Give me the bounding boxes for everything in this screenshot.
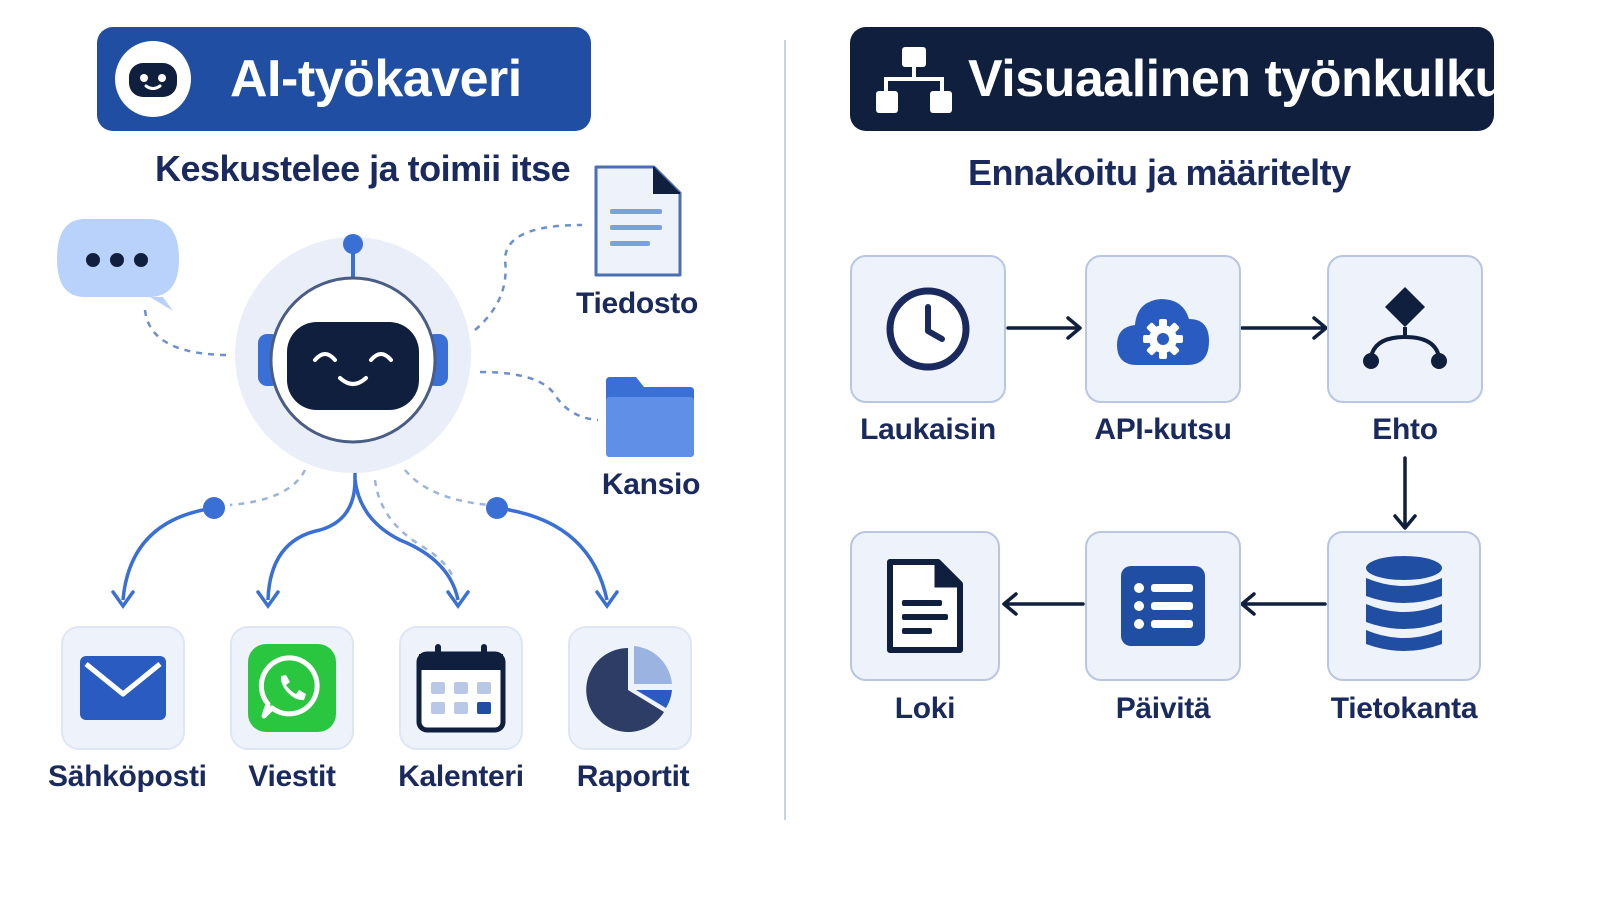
chat-link: [143, 309, 231, 357]
step-label-log: Loki: [894, 692, 956, 725]
folder-link: [479, 370, 599, 422]
step-trigger[interactable]: [850, 255, 1006, 403]
app-label-messages: Viestit: [248, 760, 336, 793]
email-icon: [80, 656, 166, 720]
pie-chart-icon: [586, 646, 672, 732]
app-tile-messages[interactable]: [230, 626, 354, 750]
step-update[interactable]: [1085, 531, 1241, 681]
app-tile-email[interactable]: [61, 626, 185, 750]
app-tile-reports[interactable]: [568, 626, 692, 750]
app-tile-calendar[interactable]: [399, 626, 523, 750]
step-label-database: Tietokanta: [1330, 692, 1478, 725]
branch-to-email: [121, 506, 215, 601]
file-link: [474, 223, 583, 331]
step-api-call[interactable]: [1085, 255, 1241, 403]
branch-to-reports: [496, 506, 609, 601]
whatsapp-icon: [248, 644, 336, 732]
calendar-icon: [416, 644, 506, 733]
ai-connections: [111, 223, 619, 610]
ai-coworker-header: AI-työkaveri: [97, 27, 591, 131]
chat-bubble-icon: [57, 219, 179, 311]
step-label-update: Päivitä: [1115, 692, 1211, 725]
resource-label-folder: Kansio: [601, 468, 701, 501]
branch-icon: [1363, 287, 1447, 369]
folder-icon: [606, 377, 694, 457]
left-title: AI-työkaveri: [230, 50, 522, 108]
step-log[interactable]: [850, 531, 1000, 681]
visual-workflow-header: Visuaalinen työnkulku: [850, 27, 1506, 131]
list-icon: [1121, 566, 1205, 646]
document-icon: [594, 165, 682, 277]
clock-icon: [886, 287, 970, 371]
app-label-calendar: Kalenteri: [398, 760, 524, 793]
database-icon: [1366, 556, 1442, 651]
branch-to-calendar: [353, 479, 460, 601]
section-divider: [784, 40, 786, 820]
resource-label-file: Tiedosto: [575, 287, 699, 320]
left-subtitle: Keskustelee ja toimii itse: [155, 148, 571, 189]
step-condition[interactable]: [1327, 255, 1483, 403]
step-database[interactable]: [1327, 531, 1481, 681]
app-label-reports: Raportit: [576, 760, 690, 793]
robot-face-icon: [115, 41, 191, 117]
app-label-email: Sähköposti: [48, 760, 207, 793]
step-label-condition: Ehto: [1372, 413, 1438, 446]
step-label-api-call: API-kutsu: [1094, 413, 1232, 446]
cloud-gear-icon: [1117, 299, 1209, 365]
right-title: Visuaalinen työnkulku: [968, 50, 1506, 108]
branch-to-messages: [266, 445, 357, 601]
step-label-trigger: Laukaisin: [860, 413, 996, 446]
right-subtitle: Ennakoitu ja määritelty: [968, 152, 1351, 193]
robot-icon: [235, 234, 471, 473]
document-icon: [887, 559, 963, 653]
sitemap-icon: [876, 47, 952, 113]
